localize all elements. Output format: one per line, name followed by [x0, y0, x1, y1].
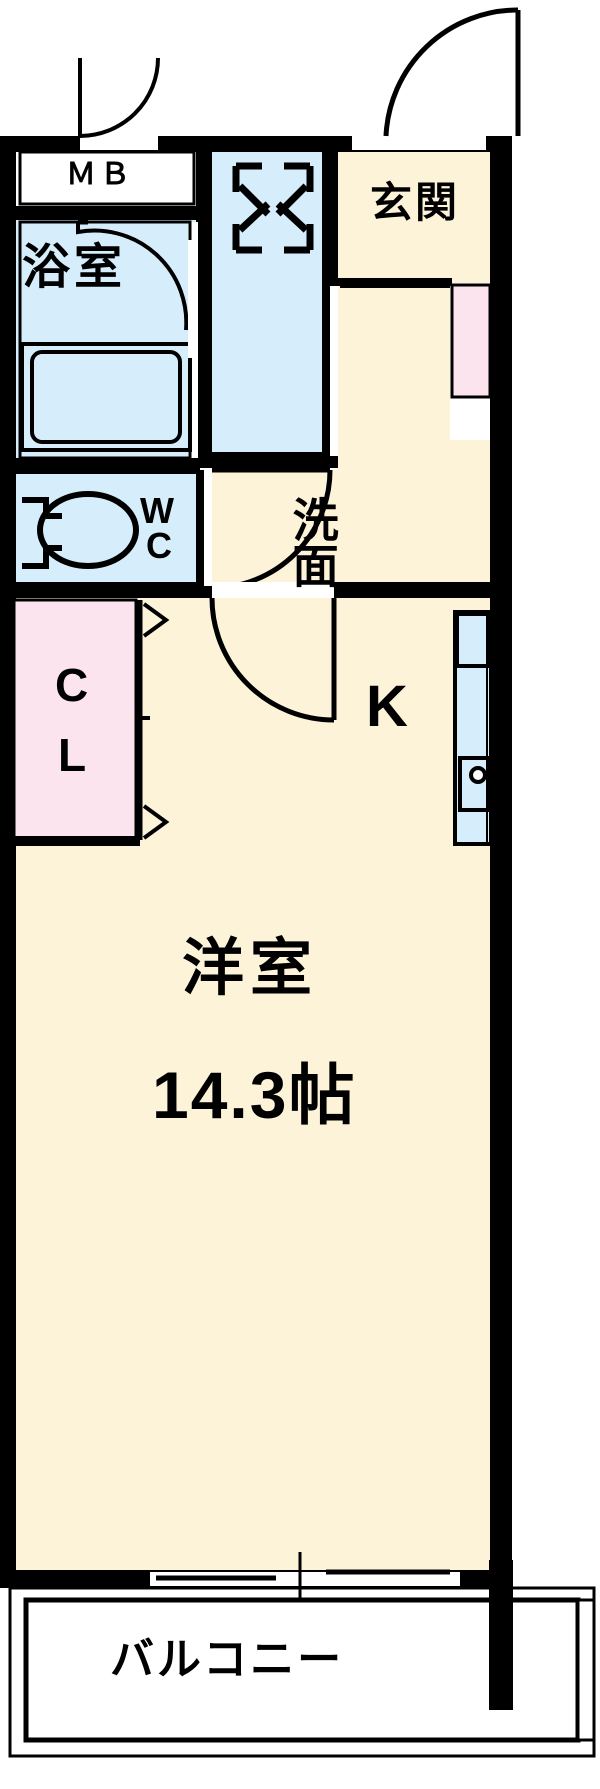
wall-washbasin-bottom: [196, 452, 338, 468]
label-washbasin: 洗面: [240, 288, 385, 588]
wall-kitchen-top: [338, 582, 492, 598]
bath-door-arc: [76, 222, 189, 331]
closet-arrow-bottom: [142, 804, 170, 840]
label-room-name: 洋室: [182, 934, 319, 1003]
entrance-floor: [338, 148, 490, 283]
label-bath: 浴室: [22, 241, 127, 294]
bathroom-group: [18, 219, 198, 460]
mb-door-opening: [80, 136, 158, 150]
label-washbasin-1: 洗: [286, 496, 339, 542]
bathtub-inner: [30, 350, 182, 444]
entrance-floor-lower: [338, 283, 450, 458]
wall-bath-washbasin: [196, 148, 212, 468]
kitchen-group: [453, 610, 493, 846]
washer-space-icon: [232, 162, 314, 254]
entry-door-opening: [352, 136, 486, 150]
hall-doors: [204, 467, 337, 723]
closet-group: [12, 598, 170, 846]
toilet-connector: [46, 513, 62, 551]
closet-arrow-top: [142, 602, 170, 638]
mb-box-rect: [18, 150, 196, 206]
jamb-wc-right: [196, 470, 204, 584]
mb-door-arc: [79, 57, 160, 138]
toilet-bowl: [37, 491, 139, 569]
wall-bath-wc: [14, 458, 200, 474]
kitchen-faucet: [469, 766, 487, 784]
label-entrance: 玄関: [370, 179, 461, 226]
label-balcony: バルコニー: [110, 1635, 345, 1684]
wall-wc-bottom: [0, 582, 200, 598]
wc-group: [22, 491, 139, 569]
label-washbasin-2: 面: [286, 542, 339, 588]
room-door-arc-2: [209, 597, 335, 723]
wall-left: [0, 136, 16, 1585]
mb-door-group: [78, 57, 160, 150]
label-closet-c: C: [55, 659, 89, 711]
kitchen-extra: [338, 440, 490, 600]
wall-right-notch: [490, 284, 512, 1584]
room-door-opening: [212, 582, 334, 598]
label-kitchen: K: [366, 674, 408, 739]
entrance-group: [330, 7, 521, 456]
wall-right-entrance-notch: [490, 136, 512, 286]
balcony-group: [8, 1552, 596, 1758]
label-closet-l: L: [58, 729, 87, 781]
mb-box: [18, 150, 196, 206]
label-mb: ＭＢ: [66, 158, 134, 191]
washbasin-floor: [210, 148, 330, 458]
hall-door-jamb-1: [204, 470, 212, 586]
kitchen-sink-basin: [458, 756, 490, 812]
label-wc-c: C: [146, 525, 172, 566]
closet-rect: [12, 598, 138, 842]
room-lower-fill: [14, 1380, 490, 1580]
washbasin-group: [232, 162, 314, 254]
shoe-closet: [450, 283, 492, 399]
wall-entrance-step: [338, 278, 452, 286]
entry-door-arc: [383, 7, 519, 137]
entrance-hall-gap: [330, 286, 338, 456]
label-wc-w: W: [140, 490, 174, 531]
label-room-area: 14.3帖: [152, 1058, 357, 1132]
wall-mb-bottom: [14, 206, 200, 220]
balcony-right-post: [489, 1560, 513, 1710]
balcony-right-post-b: [576, 1598, 596, 1742]
bath-door-opening: [188, 240, 198, 358]
kitchen-stove: [455, 612, 491, 668]
closet-bottom-cap: [14, 836, 140, 846]
